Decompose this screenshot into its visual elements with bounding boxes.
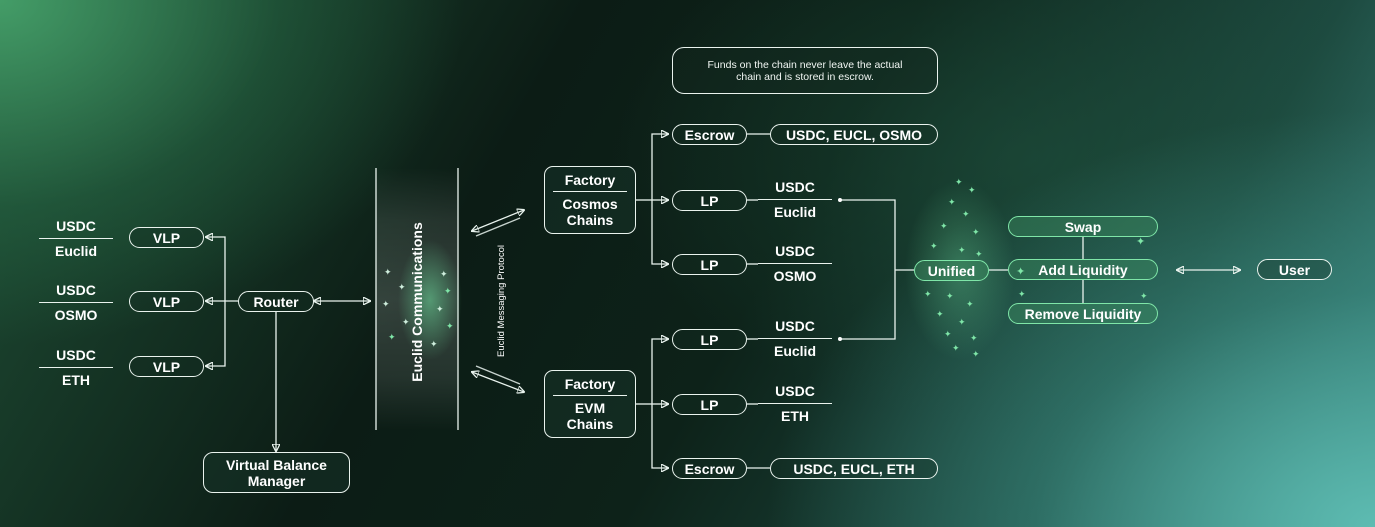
communications-label: Euclid Communications — [409, 222, 425, 382]
vlp-node-2: VLP — [129, 291, 204, 312]
pair-divider — [758, 199, 832, 200]
sparkle-icon: ✦ — [972, 227, 980, 237]
note-line-2: chain and is stored in escrow. — [736, 70, 874, 83]
sparkle-icon: ✦ — [430, 339, 438, 349]
factory-evm-divider — [553, 395, 627, 396]
sparkle-icon: ✦ — [1136, 236, 1146, 248]
pair-divider — [758, 263, 832, 264]
remove-liquidity-action[interactable]: Remove Liquidity — [1008, 303, 1158, 324]
factory-cosmos-title: Factory — [564, 172, 616, 188]
sparkle-icon: ✦ — [966, 299, 974, 309]
pair-top: USDC — [775, 383, 815, 399]
sparkle-icon: ✦ — [1140, 291, 1148, 301]
sparkle-icon: ✦ — [936, 309, 944, 319]
factory-cosmos-line-1: Cosmos — [562, 196, 618, 212]
sparkle-icon: ✦ — [440, 269, 448, 279]
vbm-line-1: Virtual Balance — [226, 456, 327, 473]
router-node: Router — [238, 291, 314, 312]
sparkle-icon: ✦ — [952, 343, 960, 353]
vlp-node-3: VLP — [129, 356, 204, 377]
pair-top: USDC — [775, 318, 815, 334]
escrow-evm-node: Escrow — [672, 458, 747, 479]
left-pair-1: USDC Euclid — [39, 217, 113, 261]
pair-bottom: Euclid — [773, 204, 816, 220]
add-liquidity-action[interactable]: Add Liquidity — [1008, 259, 1158, 280]
factory-evm-node: Factory EVM Chains — [544, 370, 636, 438]
lp-cosmos-1-node: LP — [672, 190, 747, 211]
sparkle-icon: ✦ — [972, 349, 980, 359]
pair-bottom: ETH — [781, 408, 809, 424]
unified-node: Unified — [914, 260, 989, 281]
sparkle-icon: ✦ — [1016, 266, 1026, 278]
sparkle-icon: ✦ — [446, 321, 454, 331]
sparkle-icon: ✦ — [948, 197, 956, 207]
pair-divider — [758, 338, 832, 339]
factory-cosmos-node: Factory Cosmos Chains — [544, 166, 636, 234]
pair-top: USDC — [56, 282, 96, 298]
pair-divider — [39, 302, 113, 303]
sparkle-icon: ✦ — [940, 221, 948, 231]
left-pair-3: USDC ETH — [39, 346, 113, 390]
sparkle-icon: ✦ — [398, 282, 406, 292]
lp-evm-1-node: LP — [672, 329, 747, 350]
lp-pair-2: USDC OSMO — [758, 242, 832, 286]
sparkle-icon: ✦ — [388, 332, 396, 342]
pair-bottom: Euclid — [54, 243, 97, 259]
lp-pair-4: USDC ETH — [758, 382, 832, 426]
vbm-line-2: Manager — [247, 472, 306, 489]
factory-cosmos-line-2: Chains — [566, 212, 614, 228]
lp-cosmos-2-node: LP — [672, 254, 747, 275]
factory-evm-title: Factory — [564, 376, 616, 392]
sparkle-icon: ✦ — [930, 241, 938, 251]
sparkle-icon: ✦ — [970, 333, 978, 343]
sparkle-icon: ✦ — [955, 177, 963, 187]
pair-top: USDC — [56, 347, 96, 363]
note-line-1: Funds on the chain never leave the actua… — [707, 58, 903, 71]
escrow-cosmos-tokens: USDC, EUCL, OSMO — [770, 124, 938, 145]
sparkle-icon: ✦ — [436, 304, 444, 314]
sparkle-icon: ✦ — [975, 249, 983, 259]
swap-action[interactable]: Swap — [1008, 216, 1158, 237]
lp-pair-3: USDC Euclid — [758, 317, 832, 361]
sparkle-icon: ✦ — [444, 286, 452, 296]
sparkle-icon: ✦ — [958, 317, 966, 327]
sparkle-icon: ✦ — [962, 209, 970, 219]
factory-cosmos-divider — [553, 191, 627, 192]
pair-bottom: OSMO — [54, 307, 98, 323]
pair-bottom: OSMO — [773, 268, 817, 284]
escrow-evm-tokens: USDC, EUCL, ETH — [770, 458, 938, 479]
pair-divider — [39, 367, 113, 368]
pair-divider — [758, 403, 832, 404]
left-pair-2: USDC OSMO — [39, 281, 113, 325]
sparkle-icon: ✦ — [958, 245, 966, 255]
messaging-protocol-label: Euclid Messaging Protocol — [496, 245, 507, 357]
sparkle-icon: ✦ — [384, 267, 392, 277]
sparkle-icon: ✦ — [946, 291, 954, 301]
virtual-balance-manager-node: Virtual Balance Manager — [203, 452, 350, 493]
sparkle-icon: ✦ — [1018, 289, 1026, 299]
pair-bottom: ETH — [62, 372, 90, 388]
pair-top: USDC — [775, 243, 815, 259]
sparkle-icon: ✦ — [968, 185, 976, 195]
user-node: User — [1257, 259, 1332, 280]
pair-top: USDC — [56, 218, 96, 234]
vlp-node-1: VLP — [129, 227, 204, 248]
sparkle-icon: ✦ — [402, 317, 410, 327]
sparkle-icon: ✦ — [382, 299, 390, 309]
sparkle-icon: ✦ — [924, 289, 932, 299]
lp-evm-2-node: LP — [672, 394, 747, 415]
factory-evm-line-2: Chains — [566, 416, 614, 432]
factory-evm-line-1: EVM — [574, 400, 606, 416]
pair-bottom: Euclid — [773, 343, 816, 359]
escrow-info-note: Funds on the chain never leave the actua… — [672, 47, 938, 94]
lp-pair-1: USDC Euclid — [758, 178, 832, 222]
pair-top: USDC — [775, 179, 815, 195]
sparkle-icon: ✦ — [944, 329, 952, 339]
pair-divider — [39, 238, 113, 239]
escrow-cosmos-node: Escrow — [672, 124, 747, 145]
